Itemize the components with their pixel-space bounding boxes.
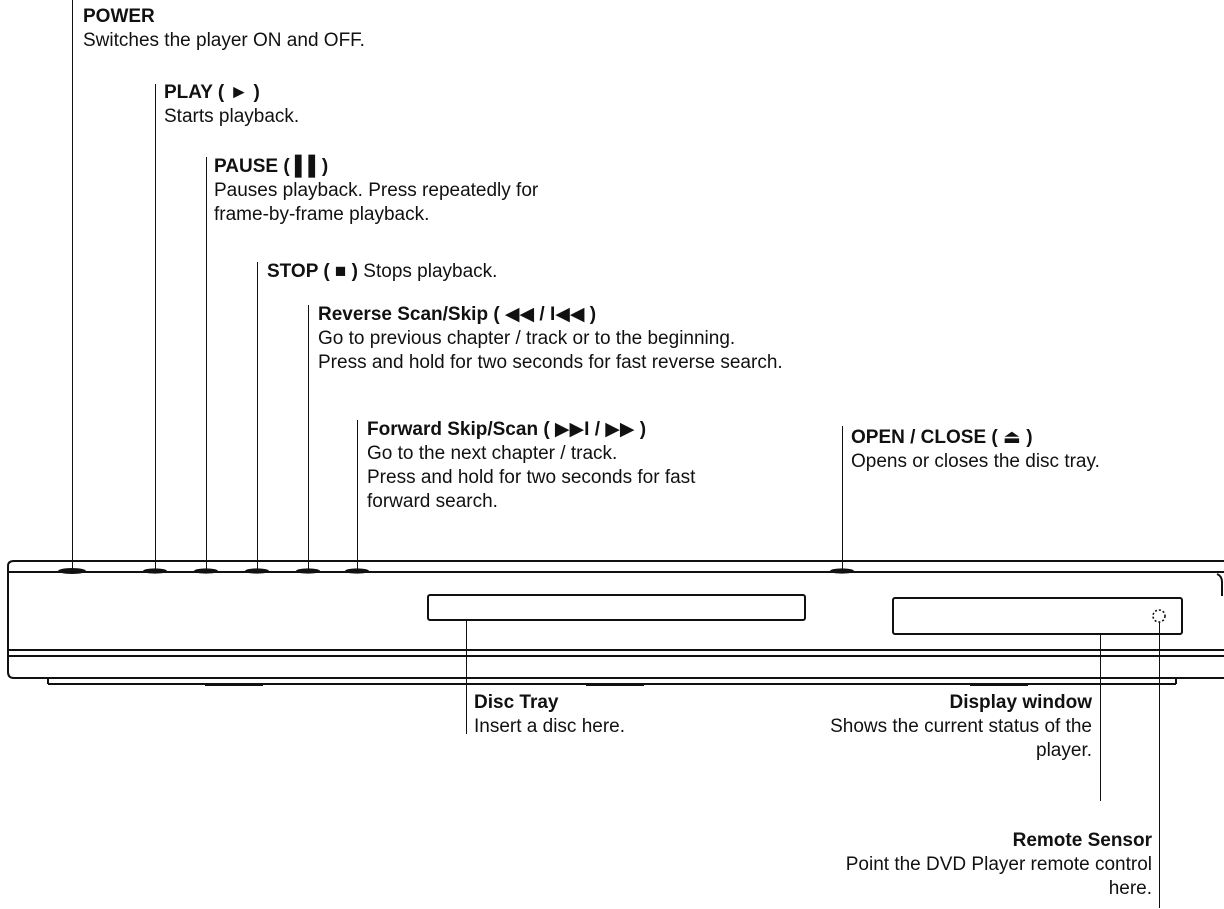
display-window-callout: Display window Shows the current status … xyxy=(830,691,1092,763)
open-close-leader xyxy=(842,426,843,572)
stop-title: STOP ( ■ ) xyxy=(267,261,359,282)
open-close-desc: Opens or closes the disc tray. xyxy=(851,451,1100,472)
forward-desc-2: Press and hold for two seconds for fast xyxy=(367,467,696,488)
pause-callout: PAUSE ( ▌▌) Pauses playback. Press repea… xyxy=(214,155,538,227)
power-callout: POWER Switches the player ON and OFF. xyxy=(83,5,365,53)
remote-sensor-desc-2: here. xyxy=(1108,878,1152,899)
pause-desc-1: Pauses playback. Press repeatedly for xyxy=(214,180,539,201)
remote-sensor-desc-1: Point the DVD Player remote control xyxy=(845,854,1152,875)
forward-desc-1: Go to the next chapter / track. xyxy=(367,443,618,464)
disc-tray-callout: Disc Tray Insert a disc here. xyxy=(474,691,625,739)
remote-sensor-title: Remote Sensor xyxy=(1012,830,1152,851)
pause-desc-2: frame-by-frame playback. xyxy=(214,204,430,225)
stop-desc: Stops playback. xyxy=(358,261,498,282)
display-window-desc-1: Shows the current status of the xyxy=(830,716,1092,737)
play-title: PLAY ( ► ) xyxy=(164,82,260,103)
power-title: POWER xyxy=(83,6,155,27)
pause-title: PAUSE ( ▌▌) xyxy=(214,156,329,177)
power-leader xyxy=(72,0,73,572)
display-window-title: Display window xyxy=(949,692,1092,713)
reverse-desc-2: Press and hold for two seconds for fast … xyxy=(318,352,783,373)
open-close-title: OPEN / CLOSE ( ⏏ ) xyxy=(851,427,1033,448)
pause-leader xyxy=(206,157,207,572)
reverse-callout: Reverse Scan/Skip ( ◀◀ / I◀◀ ) Go to pre… xyxy=(318,303,783,375)
display-window-desc-2: player. xyxy=(1036,740,1092,761)
stop-callout: STOP ( ■ ) Stops playback. xyxy=(267,260,497,284)
power-desc: Switches the player ON and OFF. xyxy=(83,30,365,51)
play-callout: PLAY ( ► ) Starts playback. xyxy=(164,81,299,129)
disc-tray-leader xyxy=(466,620,467,734)
remote-sensor-callout: Remote Sensor Point the DVD Player remot… xyxy=(846,829,1152,901)
play-leader xyxy=(155,84,156,572)
display-leader xyxy=(1100,634,1101,801)
forward-callout: Forward Skip/Scan ( ▶▶I / ▶▶ ) Go to the… xyxy=(367,418,695,514)
open-close-callout: OPEN / CLOSE ( ⏏ ) Opens or closes the d… xyxy=(851,426,1100,474)
reverse-leader xyxy=(308,305,309,572)
forward-leader xyxy=(357,420,358,572)
stop-leader xyxy=(257,262,258,572)
forward-title: Forward Skip/Scan ( ▶▶I / ▶▶ ) xyxy=(367,419,647,440)
disc-tray-desc: Insert a disc here. xyxy=(474,716,626,737)
reverse-desc-1: Go to previous chapter / track or to the… xyxy=(318,328,736,349)
forward-desc-3: forward search. xyxy=(367,491,498,512)
play-desc: Starts playback. xyxy=(164,106,300,127)
sensor-leader xyxy=(1159,622,1160,908)
remote-sensor-icon xyxy=(1152,609,1166,623)
reverse-title: Reverse Scan/Skip ( ◀◀ / I◀◀ ) xyxy=(318,304,597,325)
disc-tray-title: Disc Tray xyxy=(474,692,559,713)
